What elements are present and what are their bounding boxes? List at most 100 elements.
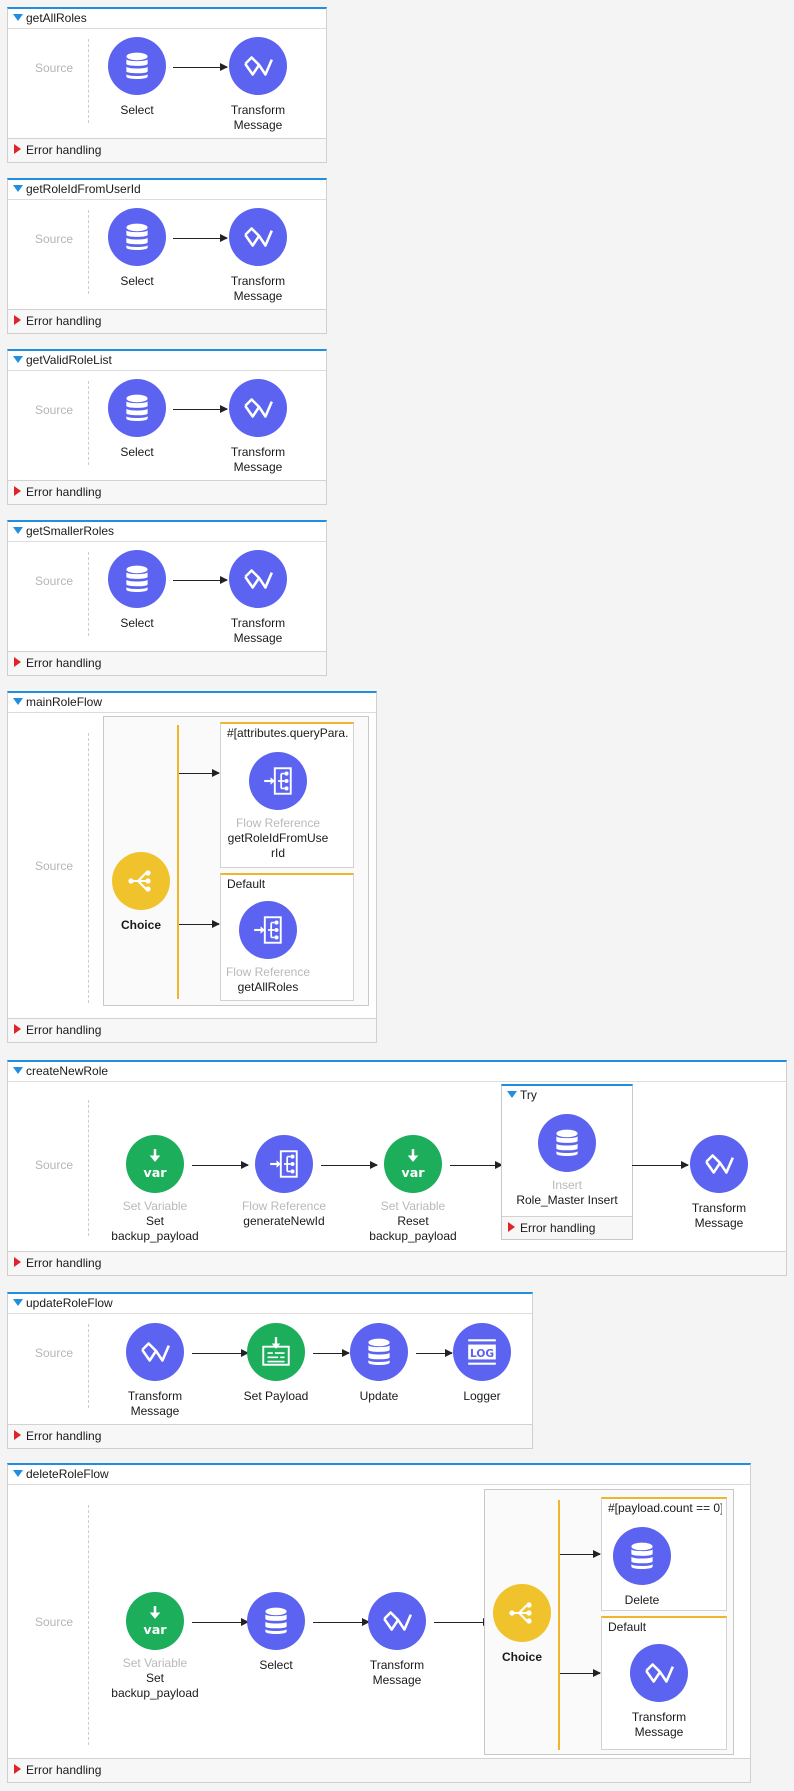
flow-getroleidfromuserid[interactable]: getRoleIdFromUserId Source Select Transf…	[7, 178, 327, 334]
collapse-triangle-icon[interactable]	[13, 1470, 23, 1477]
expand-triangle-icon[interactable]	[14, 144, 21, 154]
collapse-triangle-icon[interactable]	[13, 14, 23, 21]
choice-router[interactable]: Choice	[462, 1584, 582, 1665]
transform-message-component[interactable]: Transform Message	[337, 1592, 457, 1688]
error-handling-bar[interactable]: Error handling	[8, 480, 326, 504]
transform-label-line2: Message	[130, 1404, 180, 1418]
transform-message-component[interactable]: Transform Message	[659, 1135, 779, 1231]
expand-triangle-icon[interactable]	[14, 1764, 21, 1774]
transform-message-component[interactable]: Transform Message	[198, 550, 318, 646]
transform-message-component[interactable]: Transform Message	[198, 379, 318, 475]
collapse-triangle-icon[interactable]	[13, 356, 23, 363]
select-component[interactable]: Select	[77, 379, 197, 460]
choice-router[interactable]: Choice	[81, 852, 201, 933]
choice-route-default[interactable]: Default Transform Message	[601, 1616, 727, 1750]
error-handling-label: Error handling	[26, 1763, 102, 1777]
flow-updateroleflow[interactable]: updateRoleFlow Source Transform Message …	[7, 1292, 533, 1449]
flow-arrow	[173, 63, 228, 71]
component-type-label: Set Variable	[380, 1199, 446, 1213]
choice-route-default[interactable]: Default Flow Reference getAllRoles	[220, 873, 354, 1001]
select-component[interactable]: Select	[216, 1592, 336, 1673]
expand-triangle-icon[interactable]	[14, 1024, 21, 1034]
flow-header[interactable]: updateRoleFlow	[8, 1294, 532, 1314]
update-component[interactable]: Update	[319, 1323, 439, 1404]
flow-header[interactable]: createNewRole	[8, 1062, 786, 1082]
flow-reference-component[interactable]: Flow Reference generateNewId	[224, 1135, 344, 1229]
collapse-triangle-icon[interactable]	[13, 527, 23, 534]
collapse-triangle-icon[interactable]	[13, 1299, 23, 1306]
transform-message-component[interactable]: Transform Message	[198, 208, 318, 304]
error-handling-label: Error handling	[26, 485, 102, 499]
collapse-triangle-icon[interactable]	[507, 1091, 517, 1098]
transform-icon	[229, 550, 287, 608]
collapse-triangle-icon[interactable]	[13, 698, 23, 705]
expand-triangle-icon[interactable]	[14, 1257, 21, 1267]
insert-name: Role_Master Insert	[516, 1193, 618, 1207]
error-handling-bar[interactable]: Error handling	[8, 138, 326, 162]
flow-arrow	[632, 1161, 689, 1169]
flow-arrow	[192, 1618, 249, 1626]
try-scope[interactable]: Try Insert Role_Master Insert Error hand…	[501, 1084, 633, 1240]
flow-getvalidrolelist[interactable]: getValidRoleList Source Select Transform…	[7, 349, 327, 505]
expand-triangle-icon[interactable]	[508, 1222, 515, 1232]
collapse-triangle-icon[interactable]	[13, 1067, 23, 1074]
error-handling-bar[interactable]: Error handling	[8, 1758, 750, 1782]
logger-icon	[453, 1323, 511, 1381]
flow-header[interactable]: mainRoleFlow	[8, 693, 376, 713]
expand-triangle-icon[interactable]	[14, 657, 21, 667]
expand-triangle-icon[interactable]	[14, 315, 21, 325]
set-payload-label: Set Payload	[243, 1389, 309, 1403]
flow-arrow	[313, 1618, 370, 1626]
transform-message-component[interactable]: Transform Message	[198, 37, 318, 133]
choice-scope[interactable]: Choice #[attributes.queryPara... Flow Re…	[103, 716, 369, 1006]
collapse-triangle-icon[interactable]	[13, 185, 23, 192]
flow-getsmallerroles[interactable]: getSmallerRoles Source Select Transform …	[7, 520, 327, 676]
flow-header[interactable]: getAllRoles	[8, 9, 326, 29]
flow-createnewrole[interactable]: createNewRole Source Set Variable Set ba…	[7, 1060, 787, 1276]
database-icon	[108, 379, 166, 437]
set-variable-component[interactable]: Set Variable Set backup_payload	[95, 1592, 215, 1701]
flow-header[interactable]: getValidRoleList	[8, 351, 326, 371]
choice-branch-line	[558, 1500, 560, 1750]
select-component[interactable]: Select	[77, 208, 197, 289]
source-label: Source	[34, 61, 74, 75]
insert-component[interactable]: Insert Role_Master Insert	[507, 1114, 627, 1208]
flow-header[interactable]: deleteRoleFlow	[8, 1465, 750, 1485]
flow-title: mainRoleFlow	[26, 695, 103, 709]
delete-component[interactable]: Delete	[582, 1527, 702, 1608]
flow-deleteroleflow[interactable]: deleteRoleFlow Source Set Variable Set b…	[7, 1463, 751, 1783]
set-variable-component[interactable]: Set Variable Set backup_payload	[95, 1135, 215, 1244]
try-error-handling-bar[interactable]: Error handling	[502, 1216, 632, 1239]
transform-message-component[interactable]: Transform Message	[599, 1644, 719, 1740]
reset-variable-component[interactable]: Set Variable Reset backup_payload	[353, 1135, 473, 1244]
error-handling-bar[interactable]: Error handling	[8, 1424, 532, 1448]
component-type-label: Set Variable	[122, 1199, 188, 1213]
set-payload-component[interactable]: Set Payload	[216, 1323, 336, 1404]
flow-mainroleflow[interactable]: mainRoleFlow Source Choice #[attributes.…	[7, 691, 377, 1043]
flow-header[interactable]: getRoleIdFromUserId	[8, 180, 326, 200]
select-component[interactable]: Select	[77, 550, 197, 631]
flow-reference-component[interactable]: Flow Reference getAllRoles	[208, 901, 328, 995]
transform-icon	[368, 1592, 426, 1650]
expand-triangle-icon[interactable]	[14, 486, 21, 496]
source-divider	[88, 381, 89, 465]
flow-header[interactable]: getSmallerRoles	[8, 522, 326, 542]
choice-scope[interactable]: Choice #[payload.count == 0] Delete Defa…	[484, 1489, 734, 1755]
select-component[interactable]: Select	[77, 37, 197, 118]
error-handling-bar[interactable]: Error handling	[8, 309, 326, 333]
choice-route-when[interactable]: #[attributes.queryPara... Flow Reference…	[220, 722, 354, 868]
source-divider	[88, 1324, 89, 1408]
set-variable-name-line2: backup_payload	[111, 1229, 199, 1243]
error-handling-bar[interactable]: Error handling	[8, 1018, 376, 1042]
error-handling-label: Error handling	[26, 1429, 102, 1443]
transform-label-line2: Message	[634, 1725, 684, 1739]
expand-triangle-icon[interactable]	[14, 1430, 21, 1440]
choice-route-when[interactable]: #[payload.count == 0] Delete	[601, 1497, 727, 1611]
logger-component[interactable]: Logger	[422, 1323, 542, 1404]
error-handling-bar[interactable]: Error handling	[8, 1251, 786, 1275]
flow-reference-component[interactable]: Flow Reference getRoleIdFromUse rId	[218, 752, 338, 861]
transform-message-component[interactable]: Transform Message	[95, 1323, 215, 1419]
error-handling-bar[interactable]: Error handling	[8, 651, 326, 675]
flow-getallroles[interactable]: getAllRoles Source Select Transform Mess…	[7, 7, 327, 163]
component-type-label: Set Variable	[122, 1656, 188, 1670]
